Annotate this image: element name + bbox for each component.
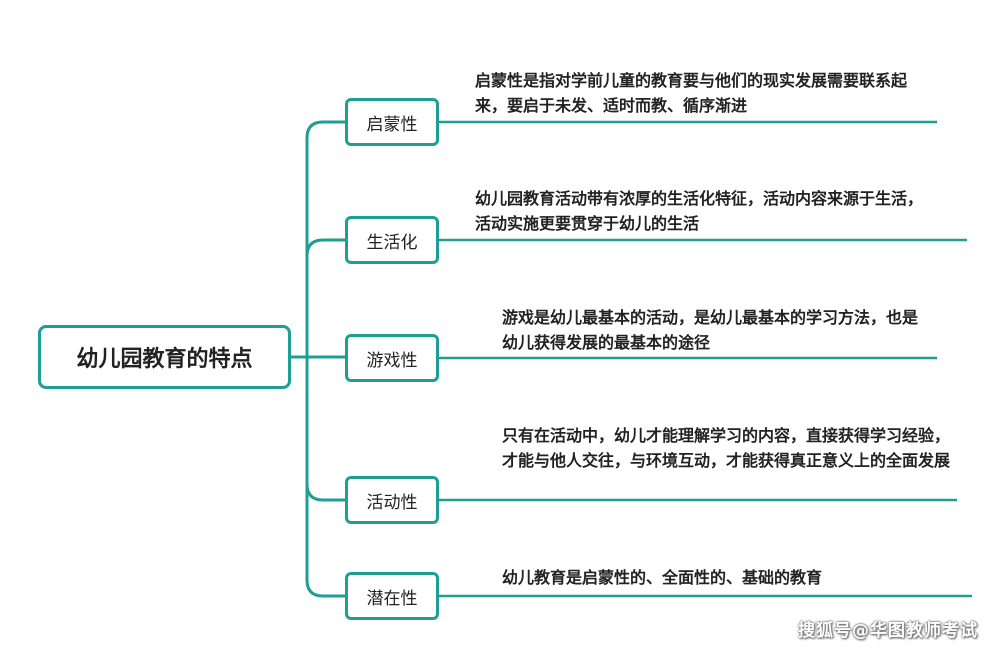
branch-node-qianzaixing: 潜在性 [345,572,439,620]
branch-node-qimengxing: 启蒙性 [345,98,439,146]
branch-node-shenghuohua: 生活化 [345,216,439,264]
watermark: 搜狐号@华图教师考试 [798,621,978,641]
branch-label: 潜在性 [366,588,418,609]
branch-node-youxixing: 游戏性 [345,334,439,382]
root-label: 幼儿园教育的特点 [76,347,253,372]
spine-line [305,120,324,598]
branch-label: 启蒙性 [366,114,418,135]
branch-description: 幼儿教育是启蒙性的、全面性的、基础的教育 [502,568,823,587]
root-node: 幼儿园教育的特点 [38,325,291,389]
branch-connector-2 [305,238,345,257]
branch-label: 活动性 [366,492,418,513]
branch-label: 游戏性 [366,350,418,371]
branch-description: 启蒙性是指对学前儿童的教育要与他们的现实发展需要联系起来，要启于未发、适时而教、… [475,71,908,115]
branch-label: 生活化 [366,232,418,253]
branch-node-huodongxing: 活动性 [345,476,439,524]
branch-connector-4 [305,483,345,502]
branch-description: 只有在活动中，幼儿才能理解学习的内容，直接获得学习经验，才能与他人交往，与环境互… [502,426,951,470]
branch-description: 游戏是幼儿最基本的活动，是幼儿最基本的学习方法，也是幼儿获得发展的最基本的途径 [502,308,919,352]
branch-description: 幼儿园教育活动带有浓厚的生活化特征，活动内容来源于生活，活动实施更要贯穿于幼儿的… [475,189,924,233]
